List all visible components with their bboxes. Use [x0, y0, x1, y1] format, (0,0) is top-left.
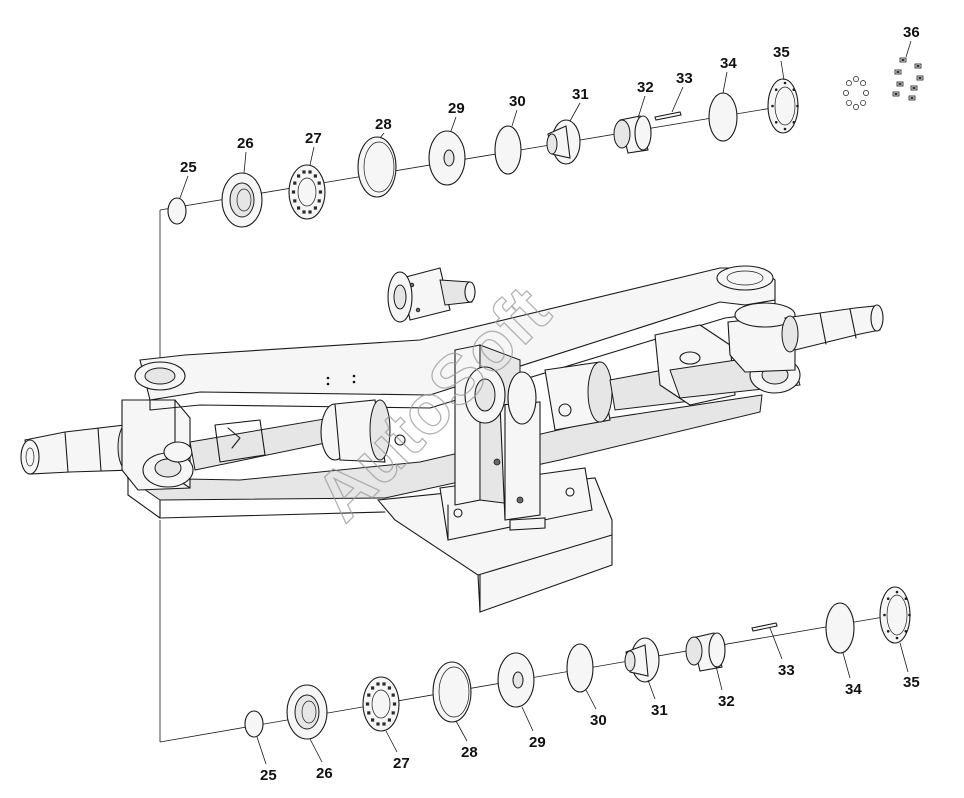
bottom-part-30-shim	[566, 643, 594, 693]
bottom-part-26-bearing-cup	[286, 684, 328, 740]
top-part-28-ring	[357, 136, 397, 198]
left-knuckle-block	[121, 399, 194, 491]
top-assembly-axis-line	[159, 104, 791, 358]
top-part-36-bolts	[843, 57, 924, 110]
upper-steering-arm	[134, 265, 776, 411]
callout-top-27: 27	[305, 130, 322, 147]
bottom-part-33-pin	[751, 622, 778, 632]
callout-bottom-34: 34	[845, 681, 862, 698]
callout-top-36: 36	[903, 24, 920, 41]
top-part-32-sleeve	[613, 115, 652, 154]
callouts-top: 25 26 27 28 29 30 31 32 33 34 35 36	[180, 24, 920, 176]
bottom-part-32-sleeve	[685, 632, 726, 672]
callout-bottom-31: 31	[651, 702, 668, 719]
callout-top-29: 29	[448, 100, 465, 117]
top-part-33-pin	[654, 111, 682, 121]
callout-bottom-26: 26	[316, 765, 333, 782]
callout-top-33: 33	[676, 70, 693, 87]
callout-top-35: 35	[773, 44, 790, 61]
right-knuckle-block	[654, 302, 801, 406]
top-part-27-thrust-bearing	[288, 164, 326, 220]
top-part-26-bearing-cup	[221, 172, 263, 228]
callout-bottom-25: 25	[260, 767, 277, 784]
bottom-part-34-seal	[825, 602, 855, 654]
right-axle-shaft	[781, 304, 884, 353]
callout-top-31: 31	[572, 86, 589, 103]
bottom-part-31-bushing	[624, 637, 660, 683]
top-part-29-washer	[428, 130, 466, 186]
callout-top-32: 32	[637, 79, 654, 96]
central-pivot-tower	[453, 344, 575, 531]
callout-bottom-35: 35	[903, 674, 920, 691]
center-pin-assembly	[387, 267, 476, 323]
bottom-part-29-washer	[497, 652, 535, 708]
callout-leaders	[179, 40, 912, 765]
callout-bottom-30: 30	[590, 712, 607, 729]
callout-top-34: 34	[720, 55, 737, 72]
top-part-35-cover	[767, 78, 799, 134]
callouts-bottom: 25 26 27 28 29 30 31 32 33 34 35	[260, 662, 920, 784]
top-part-25-oring	[167, 197, 187, 225]
bottom-part-25-oring	[244, 710, 264, 738]
callout-top-26: 26	[237, 135, 254, 152]
bottom-part-27-thrust-bearing	[362, 676, 400, 732]
left-axle-shaft	[20, 422, 139, 475]
callout-bottom-33: 33	[778, 662, 795, 679]
callout-bottom-27: 27	[393, 755, 410, 772]
bottom-part-28-ring	[432, 661, 472, 723]
callout-top-25: 25	[180, 159, 197, 176]
callout-top-30: 30	[509, 93, 526, 110]
callout-bottom-29: 29	[529, 734, 546, 751]
top-part-34-seal	[708, 92, 738, 142]
top-part-31-bushing	[546, 119, 581, 165]
callout-bottom-32: 32	[718, 693, 735, 710]
left-tie-rod	[189, 399, 406, 471]
callout-top-28: 28	[375, 116, 392, 133]
callout-bottom-28: 28	[461, 744, 478, 761]
bottom-part-35-cover	[879, 586, 911, 644]
top-part-30-shim	[494, 125, 522, 175]
right-shaft-drums	[544, 361, 701, 431]
